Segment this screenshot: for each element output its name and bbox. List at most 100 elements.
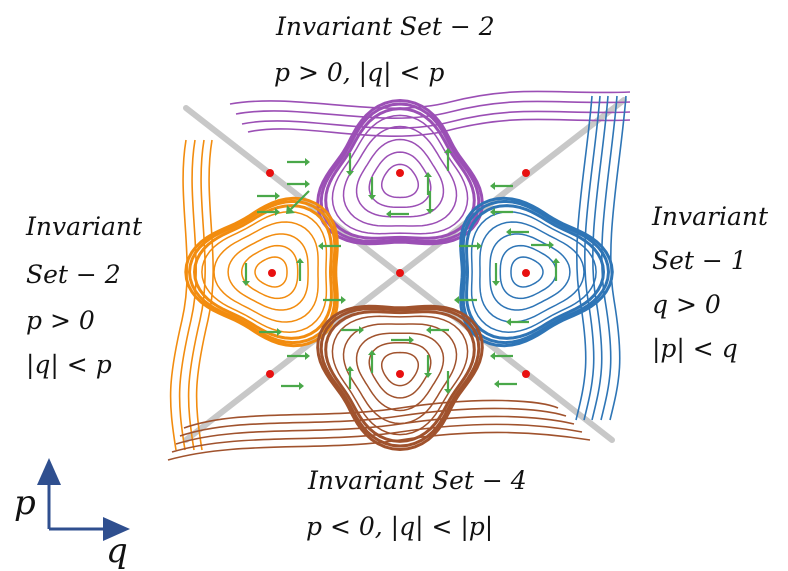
- orange-orbit: [201, 211, 328, 333]
- vector-arrowhead: [341, 296, 346, 304]
- separatrix-diagonal-up: [183, 97, 627, 443]
- vector-arrowhead: [368, 350, 376, 355]
- brown-outer-trajectory: [183, 399, 559, 429]
- orange-outer-trajectory: [187, 139, 206, 451]
- purple-orbit: [342, 125, 458, 227]
- blue-orbit: [470, 211, 597, 333]
- vector-arrowhead: [386, 210, 391, 218]
- fixed-point: [522, 169, 530, 177]
- brown-orbit: [324, 310, 476, 443]
- bottom-set-title: Invariant Set − 4: [308, 466, 527, 495]
- vector-arrowhead: [490, 182, 495, 190]
- blue-orbit: [510, 256, 544, 288]
- brown-orbit: [316, 304, 484, 452]
- purple-outer-trajectory: [241, 110, 631, 130]
- vector-arrowhead: [409, 336, 414, 344]
- vector-field-arrows: [242, 148, 560, 394]
- purple-orbit: [368, 151, 432, 209]
- brown-orbit: [380, 351, 420, 387]
- vector-arrowhead: [346, 171, 354, 176]
- brown-outer-trajectory: [171, 423, 583, 453]
- blue-orbit: [489, 233, 571, 311]
- vector-arrowhead: [492, 281, 500, 286]
- left-set-title-line1: Invariant: [26, 212, 143, 241]
- blue-orbit: [465, 204, 606, 340]
- purple-orbit: [324, 107, 476, 240]
- vector-arrowhead: [426, 209, 434, 214]
- orange-orbit: [240, 244, 299, 300]
- left-set-title-line2: Set − 2: [26, 260, 121, 289]
- vector-arrowhead: [359, 326, 364, 334]
- vector-arrowhead: [454, 296, 459, 304]
- fixed-point: [396, 269, 404, 277]
- vector-arrowhead: [490, 208, 495, 216]
- brown-orbit: [319, 307, 481, 448]
- separatrix-lines: [183, 97, 627, 443]
- blue-outer-trajectory: [591, 95, 609, 421]
- fixed-point: [266, 370, 274, 378]
- vector-arrowhead: [424, 172, 432, 177]
- orange-orbit: [213, 221, 319, 323]
- vector-arrowhead: [368, 195, 376, 200]
- right-set-title-line2: Set − 1: [652, 246, 747, 275]
- vector-arrowhead: [506, 318, 511, 326]
- vector-arrowhead: [549, 241, 554, 249]
- vector-arrowhead: [424, 373, 432, 378]
- right-set-title-line1: Invariant: [652, 202, 769, 231]
- vector-arrowhead: [506, 228, 511, 236]
- vector-arrowhead: [242, 281, 250, 286]
- blue-orbit: [461, 199, 611, 345]
- vector-arrowhead: [444, 389, 452, 394]
- orange-outer-trajectory: [178, 139, 197, 451]
- brown-outer-trajectory: [179, 407, 567, 437]
- vector-arrowhead: [552, 258, 560, 263]
- purple-outer-trajectory: [229, 90, 631, 110]
- orange-outer-trajectory: [195, 139, 214, 451]
- brown-outer-trajectory: [167, 431, 591, 461]
- right-set-condition-line1: q > 0: [652, 290, 721, 319]
- vector-arrowhead: [305, 352, 310, 360]
- purple-orbit: [380, 163, 420, 199]
- fixed-points: [266, 169, 530, 378]
- vector-arrowhead: [318, 242, 323, 250]
- vector-arrowhead: [275, 208, 280, 216]
- vector-arrowhead: [275, 192, 280, 200]
- blue-orbit: [499, 244, 558, 300]
- orbits-set-1-right: [459, 95, 627, 421]
- blue-orbit: [459, 196, 614, 348]
- fixed-point: [522, 370, 530, 378]
- top-set-condition: p > 0, |q| < p: [274, 58, 445, 87]
- vector-arrowhead: [277, 328, 282, 336]
- vector-arrowhead: [346, 366, 354, 371]
- vector-arrowhead: [426, 326, 431, 334]
- blue-orbit: [479, 221, 585, 323]
- purple-orbit: [319, 102, 481, 243]
- purple-orbit: [355, 138, 445, 218]
- fixed-point: [266, 169, 274, 177]
- bottom-set-condition: p < 0, |q| < |p|: [306, 512, 494, 541]
- brown-orbit: [342, 323, 458, 425]
- fixed-point: [396, 169, 404, 177]
- vector-arrowhead: [444, 148, 452, 153]
- blue-outer-trajectory: [609, 95, 627, 421]
- top-set-title: Invariant Set − 2: [276, 12, 495, 41]
- blue-outer-trajectory: [575, 95, 593, 421]
- blue-outer-trajectory: [583, 95, 601, 421]
- purple-orbit: [316, 98, 484, 246]
- orange-orbit: [227, 233, 309, 311]
- brown-outer-trajectory: [175, 415, 575, 445]
- purple-outer-trajectory: [247, 118, 631, 138]
- vector-arrowhead: [477, 242, 482, 250]
- brown-orbit: [368, 341, 432, 399]
- purple-outer-trajectory: [235, 100, 631, 120]
- left-set-condition-line1: p > 0: [26, 306, 95, 335]
- left-set-condition-line2: |q| < p: [26, 350, 112, 379]
- vector-arrowhead: [490, 352, 495, 360]
- fixed-point: [268, 269, 276, 277]
- blue-outer-trajectory: [600, 95, 618, 421]
- vector-arrowhead: [305, 158, 310, 166]
- orange-orbit: [192, 204, 333, 340]
- p-axis-label: p: [14, 483, 36, 523]
- vector-arrow: [290, 190, 310, 210]
